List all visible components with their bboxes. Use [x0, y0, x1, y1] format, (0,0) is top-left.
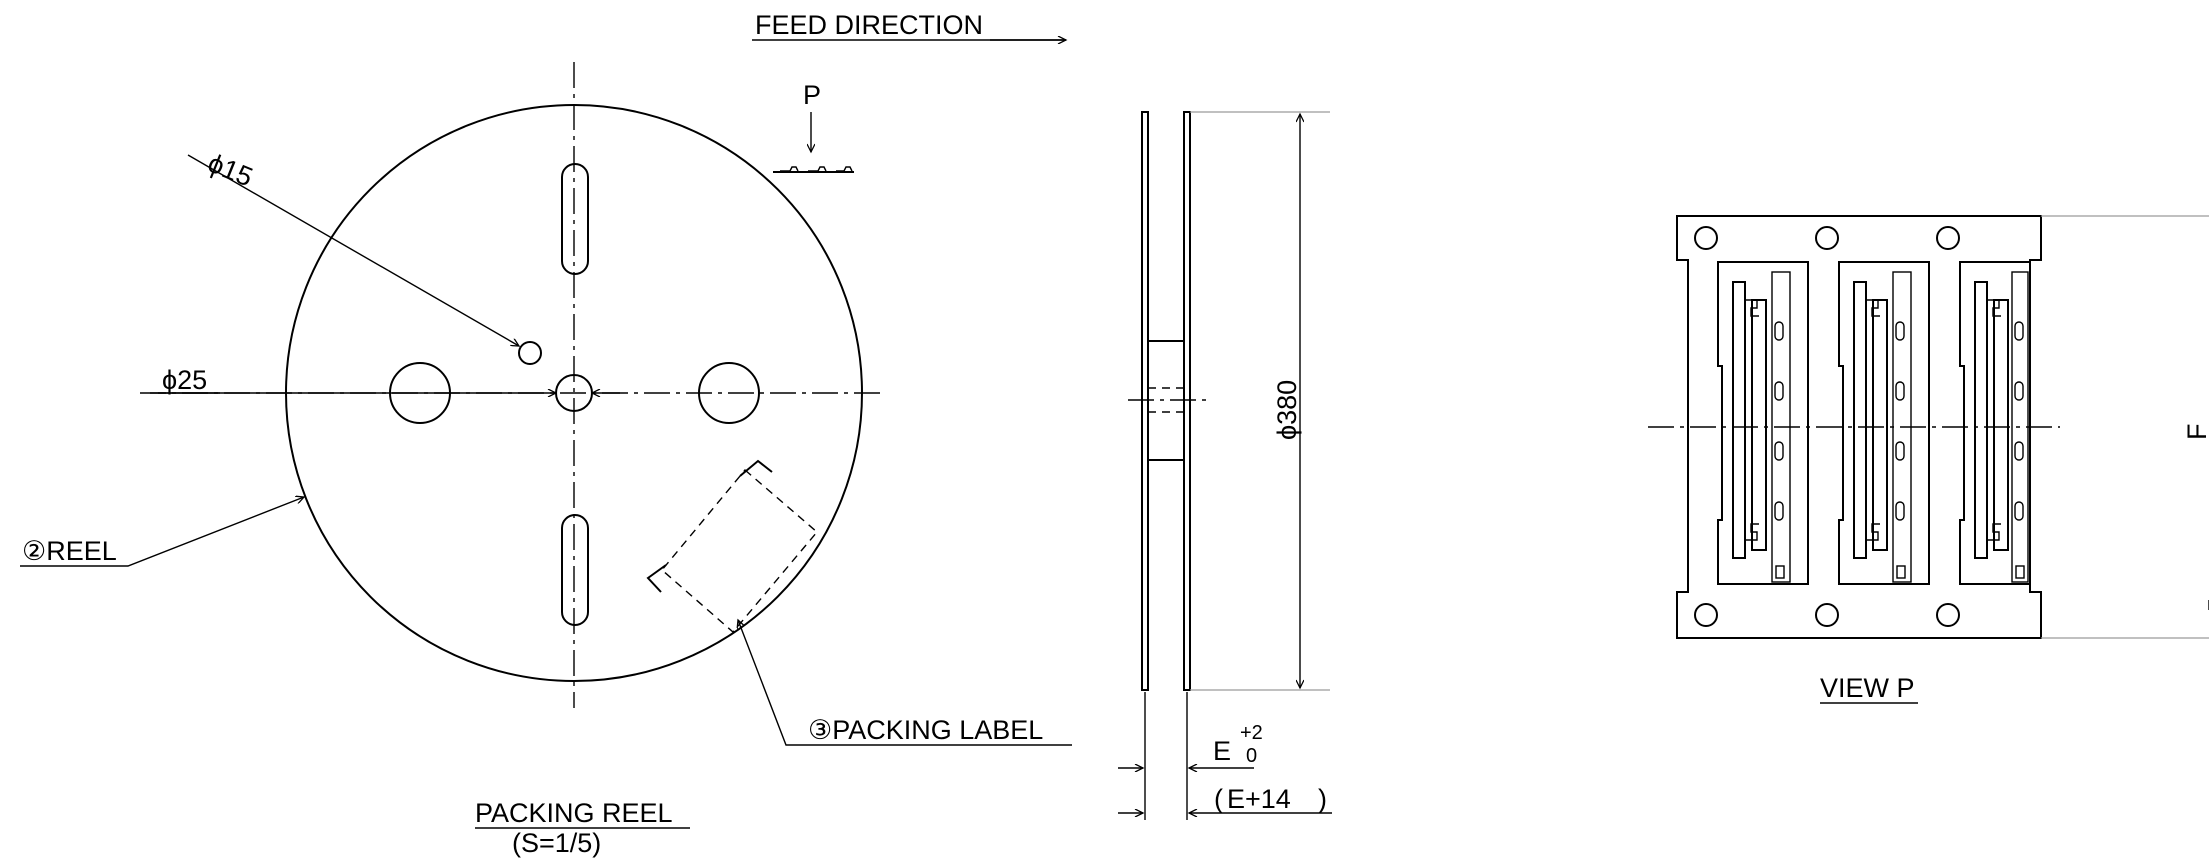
packing-reel-title: PACKING REEL	[475, 798, 673, 828]
reel-side-view: ϕ380 E +2 0 ( E+14 )	[1118, 111, 1332, 820]
connector-foot	[1896, 565, 1906, 579]
connector-rail	[1751, 299, 1767, 551]
dia380-label: ϕ380	[1272, 380, 1302, 440]
feed-direction-callout: FEED DIRECTION	[752, 10, 1066, 40]
view-p-title: VIEW P	[1820, 673, 1915, 703]
pocket-outline	[1838, 261, 1930, 585]
connector-pin	[1895, 441, 1905, 461]
side-flange-right	[1183, 111, 1191, 691]
connector-foot	[1775, 565, 1785, 579]
connector-pin	[1774, 381, 1784, 401]
connector-foot	[2015, 565, 2025, 579]
sprocket-hole-top-1	[1694, 226, 1718, 250]
label-corner-left	[646, 564, 667, 593]
right-hole	[698, 362, 760, 424]
connector-rail	[1993, 299, 2009, 551]
scale-label: (S=1/5)	[512, 828, 601, 858]
reel-leader	[20, 497, 304, 567]
e-label: E	[1213, 736, 1231, 766]
p-label: P	[803, 80, 821, 110]
e14-label: E+14	[1227, 784, 1291, 814]
packing-reel-front-view: ϕ15 ϕ25 ②REEL ③PACKING LABEL PACKING REE…	[20, 62, 1072, 858]
reel-label: ②REEL	[22, 536, 117, 566]
small-hole	[518, 341, 542, 365]
connector-pin	[2014, 381, 2024, 401]
connector-pin	[1895, 501, 1905, 521]
tape-pocket-2	[1838, 261, 1930, 585]
pocket-outline	[1717, 261, 1809, 585]
connector-latch	[1987, 299, 2001, 541]
packing-label-outline	[661, 469, 818, 633]
e14-open-paren: (	[1214, 784, 1223, 814]
packing-label-callout: ③PACKING LABEL	[808, 715, 1043, 745]
sprocket-hole-bottom-1	[1694, 603, 1718, 627]
e14-close-paren: )	[1318, 784, 1327, 814]
connector-pin	[1895, 321, 1905, 341]
connector-body	[1974, 281, 1988, 559]
p-tape-pockets	[780, 166, 853, 172]
label-corner-top	[739, 459, 773, 477]
sprocket-hole-top-2	[1815, 226, 1839, 250]
dia15-leader	[187, 154, 519, 346]
top-slot	[561, 163, 589, 275]
side-flange-left	[1141, 111, 1149, 691]
sprocket-hole-bottom-3	[1936, 603, 1960, 627]
sprocket-hole-bottom-2	[1815, 603, 1839, 627]
connector-pin	[1895, 381, 1905, 401]
connector-pin	[1774, 501, 1784, 521]
connector-rail	[1872, 299, 1888, 551]
connector-pin	[1774, 441, 1784, 461]
connector-body	[1853, 281, 1867, 559]
f-label: F	[2182, 424, 2209, 441]
sprocket-hole-top-3	[1936, 226, 1960, 250]
connector-pin	[1774, 321, 1784, 341]
bottom-slot	[561, 514, 589, 626]
dia15-label: ϕ15	[204, 148, 257, 193]
connector-latch	[1745, 299, 1759, 541]
e-tol-zero: 0	[1246, 745, 1257, 767]
tape-pocket-3	[1959, 261, 2031, 585]
connector-pin	[2014, 321, 2024, 341]
connector-latch	[1866, 299, 1880, 541]
connector-pin	[2014, 441, 2024, 461]
e-tol-plus: +2	[1240, 722, 1263, 744]
tape-pocket-1	[1717, 261, 1809, 585]
feed-direction-label: FEED DIRECTION	[755, 10, 983, 40]
connector-body	[1732, 281, 1746, 559]
dia25-label: ϕ25	[162, 365, 207, 395]
view-p-indicator: P	[773, 80, 854, 173]
view-p-tape: F VIEW P	[1648, 215, 2209, 704]
packing-label-leader	[738, 620, 1072, 746]
pocket-outline	[1959, 261, 2031, 585]
connector-pin	[2014, 501, 2024, 521]
